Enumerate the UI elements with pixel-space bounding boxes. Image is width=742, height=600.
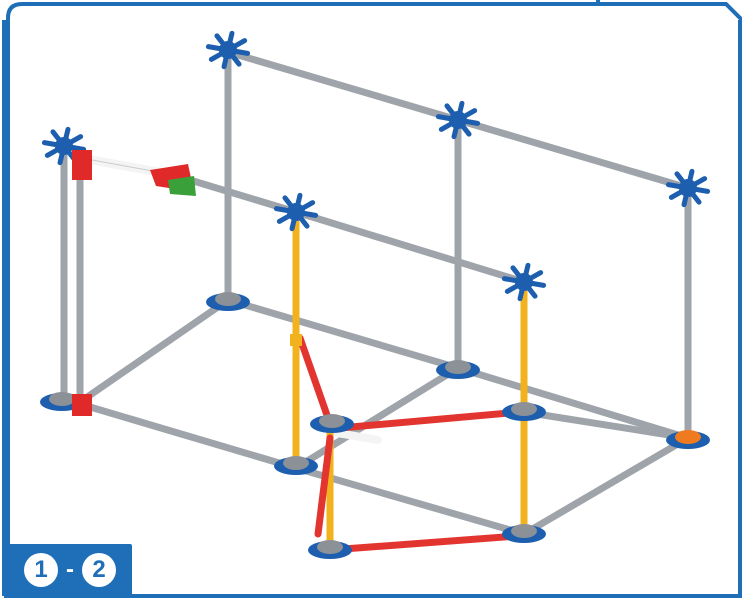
red-rod xyxy=(314,434,334,538)
white-rods xyxy=(87,155,382,444)
gray-connector-icon xyxy=(308,540,352,559)
frame-border xyxy=(6,0,742,596)
blue-connector-icon xyxy=(665,168,711,208)
step-number-first: 1 xyxy=(24,553,58,587)
gray-rod xyxy=(76,400,300,472)
gray-rod xyxy=(454,116,692,192)
gray-connector-icon xyxy=(310,414,354,433)
gray-rod xyxy=(224,48,462,124)
red-connector-icon xyxy=(72,394,92,416)
green-connector-icon xyxy=(168,176,196,196)
gray-rod xyxy=(76,296,232,406)
gray-rods xyxy=(60,48,692,538)
gray-connector-icon xyxy=(502,524,546,543)
step-number-second: 2 xyxy=(82,553,116,587)
gray-rod xyxy=(292,464,528,538)
red-connector-icon xyxy=(72,150,92,180)
step-separator: - xyxy=(66,556,74,583)
gray-rod xyxy=(520,434,692,538)
red-rod xyxy=(336,408,524,432)
blue-connector-icon xyxy=(501,262,547,302)
gray-rod xyxy=(520,408,692,442)
blue-connector-icon xyxy=(273,192,319,232)
gray-rod xyxy=(454,364,692,442)
red-rod xyxy=(296,334,332,422)
white-rod xyxy=(328,428,382,444)
yellow-clip-icon xyxy=(290,334,302,346)
blue-connector-icon xyxy=(435,100,481,140)
step-badge: 1 - 2 xyxy=(8,544,132,596)
gray-connector-icon xyxy=(436,360,480,379)
gray-connector-icon xyxy=(274,456,318,475)
gray-connector-icon xyxy=(206,292,250,311)
red-rods xyxy=(296,334,524,554)
white-rod-outline xyxy=(91,159,159,173)
red-rod xyxy=(326,532,522,554)
gray-rod xyxy=(292,208,528,286)
gray-connector-icon xyxy=(502,402,546,421)
blue-connector-icon xyxy=(205,30,251,70)
gray-rod xyxy=(224,296,462,372)
gray-rod xyxy=(292,364,462,472)
orange-connector-icon xyxy=(666,430,710,449)
